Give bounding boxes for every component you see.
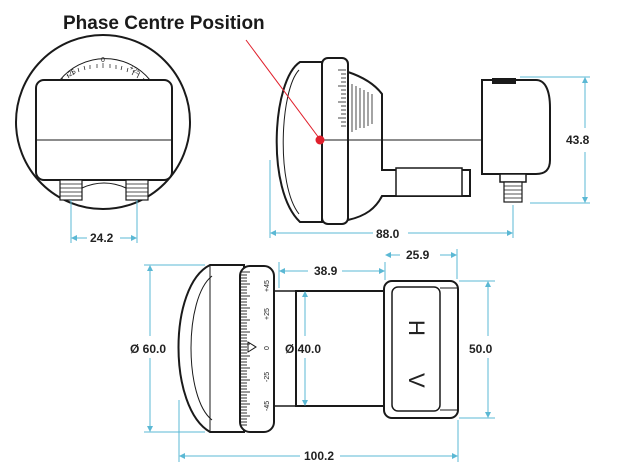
- dim-label-feed-to-body: 38.9: [314, 264, 338, 278]
- dim-label-head-width: 50.0: [469, 342, 493, 356]
- bottom-view: +45 +25 0 -25 -45 H V Ø 60.0: [130, 248, 495, 463]
- dimension-feed-to-body: 38.9: [278, 262, 386, 288]
- body-ribs: [351, 84, 373, 132]
- lnb-body: [35, 79, 173, 181]
- bottom-dial-collar: [239, 265, 275, 433]
- bottom-dial-label-m25: -25: [264, 372, 271, 382]
- dimension-head-width: 50.0: [459, 280, 495, 419]
- bottom-head-panel: [391, 286, 441, 412]
- dial-arc: [59, 58, 151, 81]
- dim-label-feed-diameter: Ø 60.0: [130, 342, 166, 356]
- bottom-dial-label-m45: -45: [264, 401, 271, 411]
- waveguide-body: [347, 70, 471, 222]
- head-cap: [492, 78, 516, 84]
- bottom-dial-label-p25: +25: [264, 308, 271, 320]
- dim-label-connector-spacing: 24.2: [90, 231, 114, 245]
- f-connector-left: [59, 179, 83, 201]
- dim-label-side-height: 43.8: [566, 133, 590, 147]
- front-view: -25 0 +25: [15, 34, 191, 245]
- bottom-feed-dome-inner: [190, 275, 213, 421]
- dimension-total-length: 100.2: [178, 400, 459, 463]
- dim-label-body-diameter: Ø 40.0: [285, 342, 321, 356]
- bottom-dial-label-zero: 0: [264, 346, 271, 350]
- side-view: 88.0 43.8: [245, 39, 590, 241]
- f-connector-right: [125, 179, 149, 201]
- feed-dome-inner: [282, 69, 300, 215]
- dim-label-total-length: 100.2: [304, 449, 334, 463]
- side-foot: [395, 167, 463, 197]
- phase-centre-leader: [245, 39, 320, 139]
- bottom-dial-label-p45: +45: [264, 280, 271, 292]
- feed-collar: [321, 57, 349, 225]
- dimension-side-length: 88.0: [269, 160, 514, 241]
- dial-label-zero: 0: [101, 57, 105, 64]
- dim-label-head-length: 25.9: [406, 248, 430, 262]
- bottom-feed-dome: [177, 264, 245, 433]
- page-title: Phase Centre Position: [63, 13, 265, 34]
- dimension-connector-spacing: 24.2: [70, 200, 138, 245]
- dial-label-minus: -25: [65, 68, 77, 79]
- polarity-label-vertical: V: [404, 373, 429, 388]
- dimension-feed-diameter: Ø 60.0: [130, 264, 205, 433]
- dim-label-side-length: 88.0: [376, 227, 400, 241]
- dimension-head-length: 25.9: [385, 248, 458, 279]
- connector-bridge: [81, 182, 127, 189]
- dial-label-plus: +25: [128, 65, 142, 77]
- dimension-side-height: 43.8: [520, 76, 590, 204]
- side-f-connector: [499, 173, 527, 203]
- lnb-head: [481, 79, 551, 175]
- feed-horn-ring: [15, 34, 191, 210]
- bottom-dial-ticks: [241, 271, 250, 426]
- polarity-label-horizontal: H: [404, 320, 429, 336]
- dial-ticks: [61, 63, 145, 83]
- collar-scale: [338, 69, 346, 127]
- dial-pointer: [247, 341, 257, 353]
- feed-dome: [275, 61, 323, 223]
- bottom-body: [295, 290, 389, 407]
- dimension-body-diameter: Ø 40.0: [285, 291, 321, 406]
- phase-centre-marker: [315, 135, 325, 145]
